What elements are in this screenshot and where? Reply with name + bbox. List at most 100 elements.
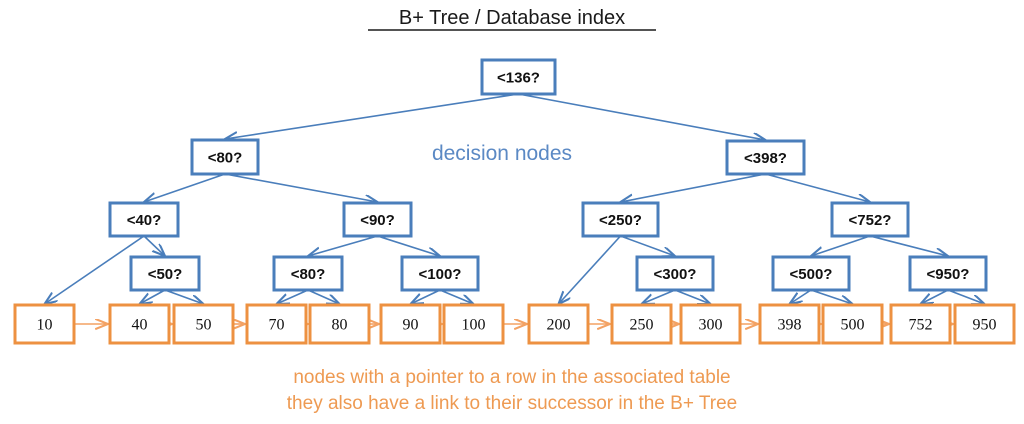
decision-node-box[interactable]: [725, 139, 806, 176]
decision-node-box[interactable]: [830, 201, 910, 238]
decision-node-box[interactable]: [190, 138, 260, 176]
decision-node[interactable]: <950?: [908, 255, 988, 292]
leaf-node-label: 40: [132, 317, 148, 334]
leaf-node-box[interactable]: [889, 303, 952, 345]
decision-node-box[interactable]: [635, 255, 715, 292]
tree-edge: [224, 173, 378, 202]
decision-node[interactable]: <90?: [342, 201, 413, 238]
leaf-node-label: 250: [630, 317, 654, 334]
decision-node-box[interactable]: [129, 255, 201, 292]
decision-node-label: <80?: [291, 266, 326, 283]
tree-edge: [225, 93, 519, 139]
decision-node-box[interactable]: [272, 255, 344, 292]
decision-nodes-annotation: decision nodes: [432, 142, 572, 165]
decision-node-label: <250?: [599, 212, 642, 229]
decision-node[interactable]: <40?: [108, 201, 180, 238]
leaf-node-box[interactable]: [245, 303, 308, 345]
leaf-node-box[interactable]: [172, 303, 235, 345]
leaf-node-label: 10: [37, 317, 53, 334]
leaf-node-box[interactable]: [308, 303, 371, 345]
tree-nodes-layer: <136? <80? <398? <40? <90? <250? <752? <50? <80?…: [13, 58, 1016, 345]
leaf-node-label: 752: [909, 317, 933, 334]
decision-node-box[interactable]: [480, 58, 557, 96]
decision-node-label: <50?: [148, 266, 183, 283]
leaf-node-box[interactable]: [527, 303, 590, 345]
decision-node-box[interactable]: [108, 201, 180, 238]
tree-edge: [45, 235, 145, 304]
decision-node-label: <80?: [208, 150, 243, 167]
leaf-node-box[interactable]: [108, 303, 171, 345]
decision-node[interactable]: <50?: [129, 255, 201, 292]
leaf-node[interactable]: 398: [758, 303, 821, 345]
decision-node-box[interactable]: [400, 255, 480, 292]
decision-node[interactable]: <80?: [190, 138, 260, 176]
leaf-node-box[interactable]: [953, 303, 1016, 345]
tree-edge: [140, 289, 166, 304]
leaf-node-label: 398: [778, 317, 802, 334]
tree-edges-layer: [45, 93, 985, 304]
leaf-node-label: 50: [196, 317, 212, 334]
decision-node-box[interactable]: [771, 255, 851, 292]
decision-node[interactable]: <500?: [771, 255, 851, 292]
leaf-caption-line-2: they also have a link to their successor…: [287, 393, 737, 414]
leaf-node[interactable]: 70: [245, 303, 308, 345]
decision-node-label: <752?: [849, 212, 892, 229]
decision-node-box[interactable]: [342, 201, 413, 238]
tree-edge: [621, 173, 766, 202]
leaf-node-label: 950: [973, 317, 997, 334]
annotations-group: decision nodes nodes with a pointer to a…: [287, 142, 737, 414]
decision-node-label: <90?: [360, 212, 395, 229]
leaf-node[interactable]: 80: [308, 303, 371, 345]
decision-node-box[interactable]: [581, 201, 660, 238]
tree-edge: [144, 173, 226, 202]
decision-node-label: <950?: [927, 266, 970, 283]
decision-node[interactable]: <136?: [480, 58, 557, 96]
leaf-node[interactable]: 250: [610, 303, 673, 345]
tree-edge: [765, 173, 871, 202]
decision-node-box[interactable]: [908, 255, 988, 292]
tree-edge: [642, 289, 676, 304]
leaf-node[interactable]: 90: [379, 303, 442, 345]
leaf-node-box[interactable]: [13, 303, 76, 345]
leaf-node[interactable]: 950: [953, 303, 1016, 345]
tree-edge: [411, 289, 441, 304]
tree-edge: [921, 289, 949, 304]
decision-node-label: <398?: [744, 150, 787, 167]
tree-edge: [164, 289, 204, 304]
leaf-node-label: 90: [403, 317, 419, 334]
leaf-node-box[interactable]: [679, 303, 742, 345]
leaf-node-box[interactable]: [821, 303, 884, 345]
leaf-node[interactable]: 40: [108, 303, 171, 345]
decision-node[interactable]: <398?: [725, 139, 806, 176]
leaf-node-box[interactable]: [442, 303, 505, 345]
leaf-node-label: 80: [332, 317, 348, 334]
leaf-node[interactable]: 200: [527, 303, 590, 345]
leaf-node[interactable]: 300: [679, 303, 742, 345]
tree-edge: [869, 235, 948, 256]
leaf-node-box[interactable]: [379, 303, 442, 345]
decision-node[interactable]: <250?: [581, 201, 660, 238]
leaf-node[interactable]: 50: [172, 303, 235, 345]
tree-edge: [143, 235, 165, 256]
leaf-node[interactable]: 100: [442, 303, 505, 345]
decision-node-label: <100?: [419, 266, 462, 283]
page-title: B+ Tree / Database index: [399, 7, 625, 29]
tree-edge: [620, 235, 676, 256]
leaf-node[interactable]: 752: [889, 303, 952, 345]
tree-edge: [377, 235, 441, 256]
leaf-node[interactable]: 10: [13, 303, 76, 345]
decision-node[interactable]: <100?: [400, 255, 480, 292]
tree-edge: [790, 289, 812, 304]
leaf-node-box[interactable]: [610, 303, 673, 345]
decision-node[interactable]: <752?: [830, 201, 910, 238]
decision-node[interactable]: <300?: [635, 255, 715, 292]
leaf-node-label: 500: [841, 317, 865, 334]
title-group: B+ Tree / Database index: [368, 7, 656, 31]
decision-node[interactable]: <80?: [272, 255, 344, 292]
leaf-node-label: 200: [547, 317, 571, 334]
leaf-node[interactable]: 500: [821, 303, 884, 345]
leaf-node-box[interactable]: [758, 303, 821, 345]
tree-edge: [277, 289, 309, 304]
tree-edge: [307, 289, 340, 304]
